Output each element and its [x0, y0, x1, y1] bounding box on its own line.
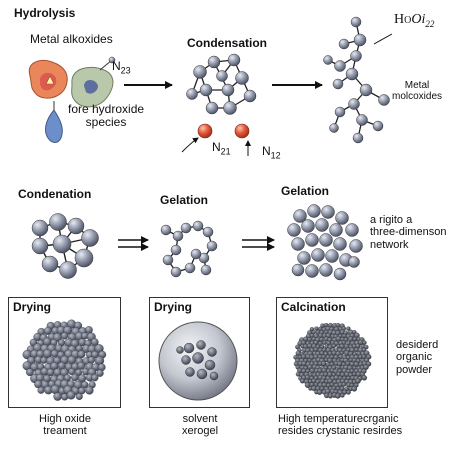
- packed-particle: [90, 338, 99, 346]
- packed-particle: [26, 368, 34, 377]
- double-arrow-2: [242, 236, 275, 251]
- packed-particle: [75, 368, 83, 376]
- caption-solvent-xerogel: solvent xerogel: [150, 413, 250, 438]
- condensation-title: Condensation: [187, 36, 267, 50]
- packed-particle: [309, 327, 315, 332]
- condenation-title: Condenation: [18, 187, 92, 201]
- packed-particle: [346, 326, 351, 331]
- packed-particle: [361, 375, 368, 381]
- packed-particle: [68, 368, 76, 376]
- calcination-title: Calcination: [281, 300, 346, 314]
- metal-molcoxides-line1: Metal: [404, 80, 430, 91]
- gelation-title-2: Gelation: [281, 184, 330, 198]
- blue-drop: [45, 109, 63, 143]
- calcination-box: [276, 297, 388, 408]
- packed-particle: [322, 340, 327, 345]
- packed-particle: [341, 382, 347, 387]
- condensation-spheres: [186, 53, 257, 115]
- packed-particle: [77, 361, 86, 370]
- packed-particle: [355, 378, 361, 384]
- n23-subscript: 23: [120, 65, 131, 76]
- metal-alkoxides-label: Metal alkoxides: [30, 32, 113, 46]
- metal-molcoxide-spheres: [323, 16, 390, 144]
- n21-subscript: 21: [220, 146, 231, 157]
- drying-box-1: [8, 297, 121, 408]
- n21-base: N: [212, 140, 221, 154]
- red-particle-n12: [234, 123, 250, 139]
- formula-h: H: [394, 12, 405, 27]
- gelation-chain-spheres: [160, 220, 218, 278]
- formula-oi: Oi: [411, 12, 426, 27]
- n23-base: N: [112, 59, 121, 73]
- n12-base: N: [262, 144, 271, 158]
- network-line3: network: [370, 238, 409, 251]
- network-line1: a rigito a: [370, 214, 413, 226]
- n12-subscript: 12: [270, 150, 281, 161]
- caption-3-line1: High temperaturecrganic: [278, 413, 399, 425]
- hydrolysis-precursors: [28, 56, 116, 143]
- xerogel-sphere: [158, 321, 238, 401]
- drying-box-2: [149, 297, 250, 408]
- packed-particle: [346, 390, 351, 395]
- packed-particle: [60, 332, 69, 340]
- caption-2-line2: xerogel: [181, 425, 219, 438]
- packed-particle: [75, 393, 83, 400]
- caption-2-line1: solvent: [182, 413, 218, 425]
- packed-particle: [362, 340, 367, 345]
- condenation-spheres: [31, 213, 99, 279]
- fore-hydroxide-line2: species: [85, 115, 127, 130]
- metal-molcoxides-line2: molcoxides: [392, 91, 443, 103]
- h-oi-formula: HOOi22: [394, 12, 434, 29]
- network-description: a rigito a three-dimenson network: [370, 214, 446, 251]
- reactant-particles: [181, 123, 251, 156]
- red-particle-n21: [197, 123, 213, 139]
- desired-organic-powder-label: desiderd organic powder: [396, 339, 438, 376]
- three-dimensional-network: [287, 204, 363, 281]
- hydrolysis-title: Hydrolysis: [14, 6, 76, 20]
- packed-particle: [85, 386, 94, 395]
- caption-3-line2: resides crystanic resirdes: [278, 425, 403, 438]
- packed-particle: [66, 390, 76, 400]
- packed-particle: [329, 382, 335, 387]
- packed-particle: [81, 381, 89, 389]
- side-line3: powder: [396, 363, 433, 376]
- drying-title-1: Drying: [13, 300, 52, 314]
- calcined-powder-sphere: [293, 322, 372, 399]
- n21-label: N21: [212, 140, 231, 157]
- packed-particle: [91, 374, 99, 382]
- drying-title-2: Drying: [154, 300, 193, 314]
- dense-oxide-cluster: [22, 319, 107, 401]
- side-line2: organic: [396, 351, 433, 364]
- packed-particle: [351, 386, 358, 392]
- formula-o-small: O: [404, 15, 412, 26]
- caption-high-temperature: High temperaturecrganic resides crystani…: [278, 413, 402, 438]
- packed-particle: [309, 333, 315, 338]
- double-arrow-1: [118, 236, 149, 251]
- formula-subscript: 22: [425, 18, 435, 29]
- fore-hydroxide-label: fore hydroxide species: [68, 102, 145, 130]
- caption-1-line1: High oxide: [39, 413, 91, 425]
- caption-1-line2: treament: [43, 425, 87, 438]
- fore-hydroxide-line1: fore hydroxide: [68, 102, 145, 116]
- packed-particle: [340, 393, 345, 398]
- caption-high-oxide: High oxide treament: [10, 413, 120, 438]
- n12-label: N12: [262, 144, 281, 161]
- side-line1: desiderd: [396, 339, 439, 351]
- metal-molcoxides-label: Metal molcoxides: [392, 80, 442, 102]
- gelation-title-1: Gelation: [160, 193, 209, 207]
- n23-label: N23: [112, 59, 131, 76]
- network-line2: three-dimenson: [370, 226, 447, 239]
- packed-particle: [96, 369, 104, 377]
